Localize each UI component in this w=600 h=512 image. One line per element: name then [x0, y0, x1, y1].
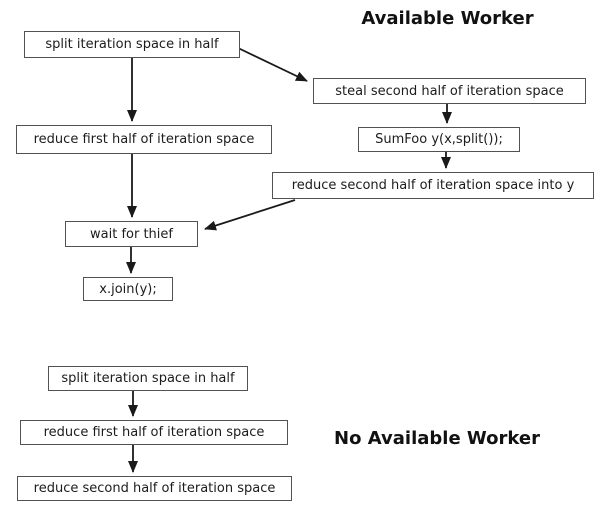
node-reduce-second-half-into-y: reduce second half of iteration space in…: [272, 172, 594, 199]
node-split-iteration-space-no-worker: split iteration space in half: [48, 366, 248, 391]
node-reduce-first-half-no-worker: reduce first half of iteration space: [20, 420, 288, 445]
arrow-reduce-second-to-wait: [204, 199, 296, 231]
node-steal-second-half: steal second half of iteration space: [313, 78, 586, 104]
no-available-worker-title: No Available Worker: [334, 428, 540, 449]
arrow-split-to-steal: [235, 46, 308, 82]
available-worker-title: Available Worker: [361, 8, 534, 29]
node-reduce-second-half-no-worker: reduce second half of iteration space: [17, 476, 292, 501]
node-split-iteration-space: split iteration space in half: [24, 31, 240, 58]
node-x-join-y: x.join(y);: [83, 277, 173, 301]
node-sumfoo-split: SumFoo y(x,split());: [358, 127, 520, 152]
node-reduce-first-half: reduce first half of iteration space: [16, 125, 272, 154]
node-wait-for-thief: wait for thief: [65, 221, 198, 247]
